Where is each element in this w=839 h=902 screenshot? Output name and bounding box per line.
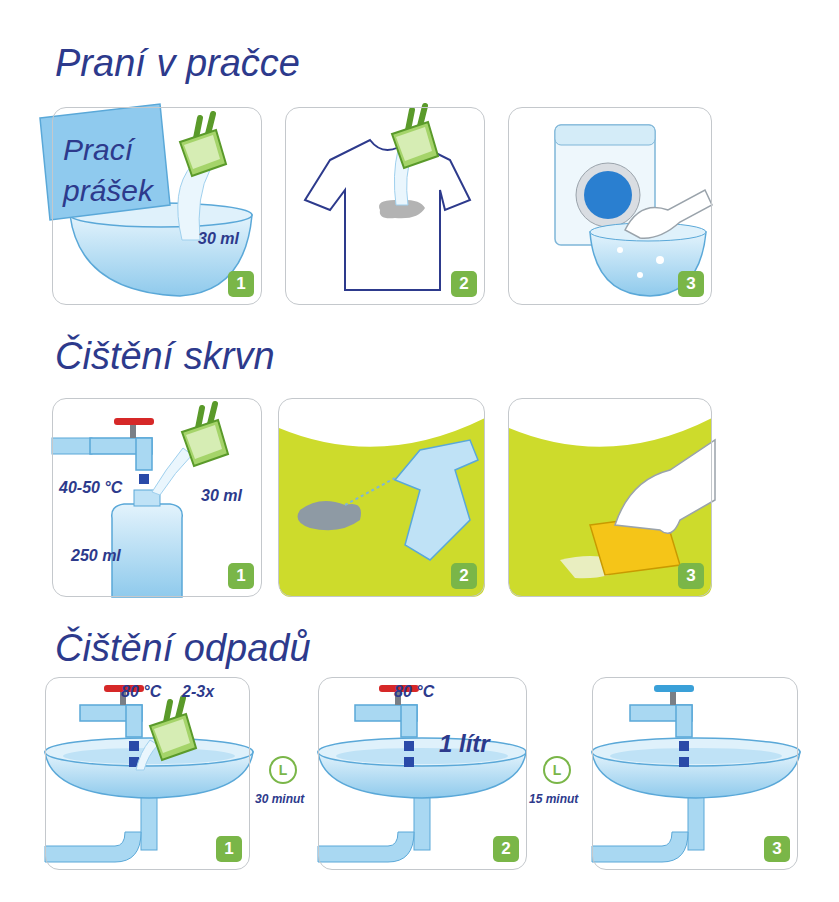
step-number: 2	[493, 836, 519, 862]
quantity-label: 250 ml	[71, 547, 121, 565]
clock-symbol: L	[271, 758, 295, 782]
step-number: 1	[216, 836, 242, 862]
quantity-label: 30 ml	[198, 230, 239, 248]
package-label: Prací prášek	[63, 130, 175, 211]
quantity-label: 40-50 °C	[59, 479, 122, 497]
step-number: 3	[678, 563, 704, 589]
timer-icon: L30 minut	[269, 756, 297, 784]
time-label: 15 minut	[529, 792, 578, 806]
step-number: 1	[228, 271, 254, 297]
step-panel: 3	[592, 677, 798, 870]
clock-symbol: L	[545, 758, 569, 782]
step-panel: 2	[285, 107, 485, 305]
quantity-label: 2-3x	[182, 683, 214, 701]
step-panel: 2	[278, 398, 485, 597]
section-heading: Čištění odpadů	[55, 627, 311, 670]
step-number: 2	[451, 271, 477, 297]
time-label: 30 minut	[255, 792, 304, 806]
step-panel: 3	[508, 107, 712, 305]
section-heading: Praní v pračce	[55, 42, 300, 85]
step-panel: 80 °C 2-3x 1	[45, 677, 250, 870]
step-number: 1	[228, 563, 254, 589]
quantity-label: 80 °C	[121, 683, 161, 701]
timer-icon: L15 minut	[543, 756, 571, 784]
section-heading: Čištění skrvn	[55, 335, 275, 378]
quantity-label: 1 lítr	[439, 730, 490, 758]
quantity-label: 30 ml	[201, 487, 242, 505]
step-panel: 80 °C 1 lítr 2	[318, 677, 527, 870]
step-panel: 3	[508, 398, 712, 597]
step-panel: 40-50 °C 30 ml 250 ml 1	[52, 398, 262, 597]
step-number: 2	[451, 563, 477, 589]
quantity-label: 80 °C	[394, 683, 434, 701]
step-number: 3	[764, 836, 790, 862]
step-panel: Prací prášek 30 ml 1	[52, 107, 262, 305]
step-number: 3	[678, 271, 704, 297]
